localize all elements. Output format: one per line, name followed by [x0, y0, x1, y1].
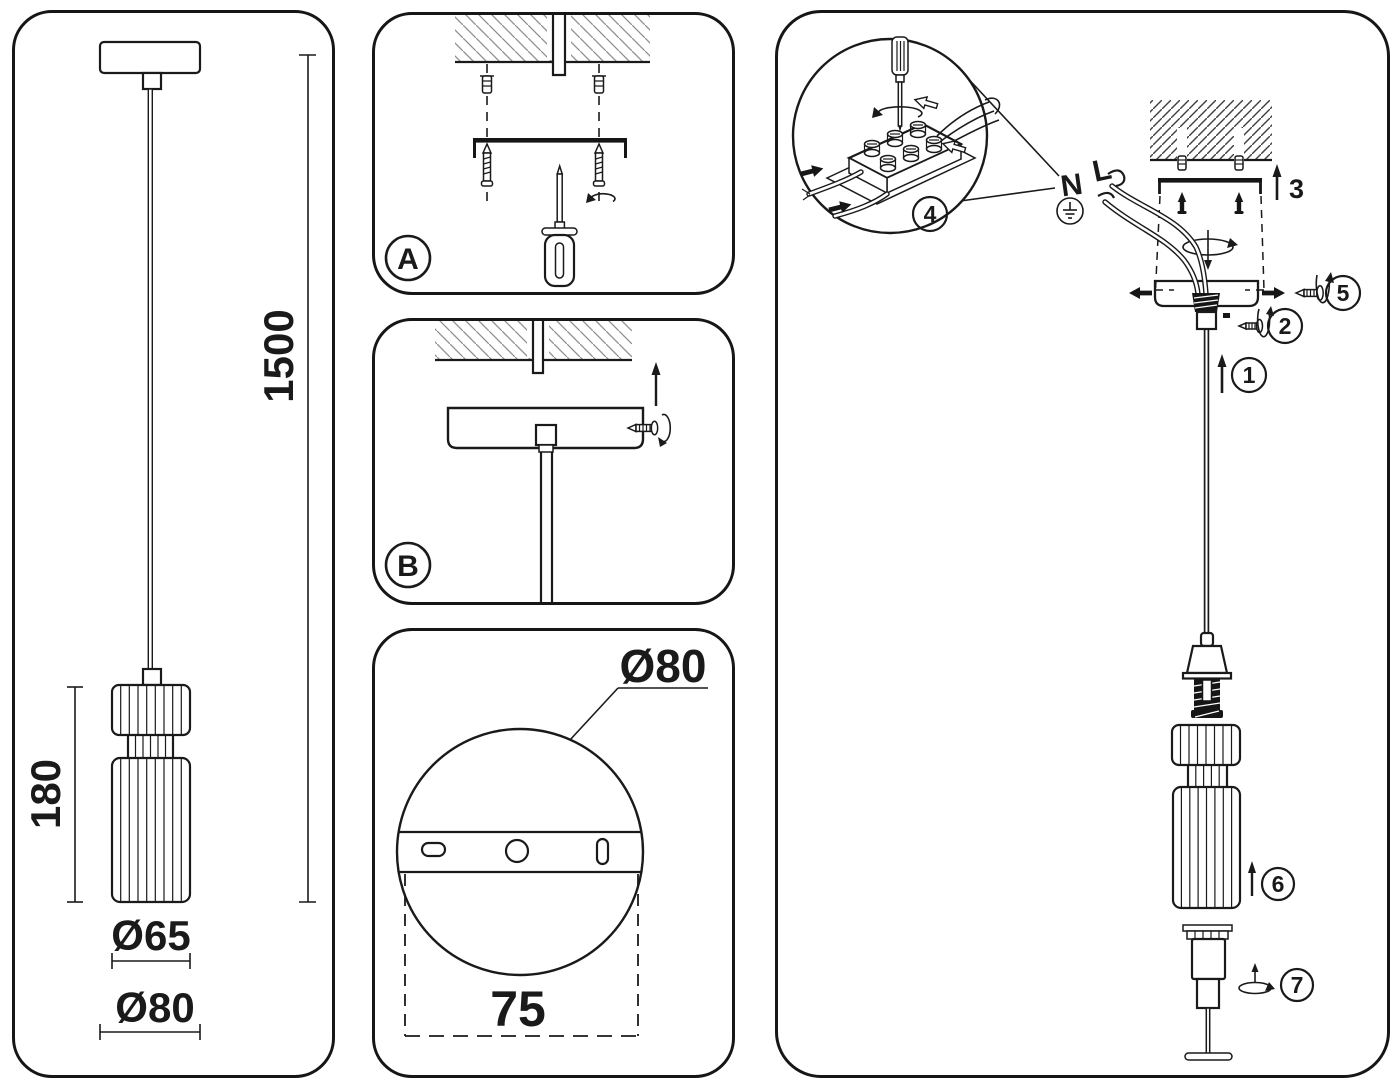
side-arrow-icon — [1129, 287, 1152, 299]
screw-icon — [1177, 192, 1187, 214]
canopy-diameter-callout: Ø80 — [620, 640, 707, 692]
step-2-number: 2 — [1279, 313, 1292, 339]
step-7-number: 7 — [1291, 972, 1304, 998]
step-1-badge: 1 — [1230, 356, 1268, 394]
dimension-d65 — [111, 953, 191, 969]
step-4-badge: 4 — [911, 195, 949, 233]
step-2-badge: 2 — [1266, 307, 1304, 345]
step-6-arrow — [1248, 861, 1256, 896]
shade-lower-cylinder — [110, 756, 192, 904]
step-6-number: 6 — [1272, 871, 1285, 897]
cable-gland — [534, 423, 558, 453]
step-5-badge: 5 — [1324, 274, 1362, 312]
dimension-drawing: 1500 180 Ø65 Ø80 — [22, 40, 316, 1040]
hole-spacing-label: 75 — [490, 981, 546, 1037]
detail-b-letter: B — [397, 550, 419, 583]
ceiling-hatch — [435, 321, 632, 375]
step-6-badge: 6 — [1260, 866, 1296, 902]
ground-symbol-icon — [1056, 197, 1084, 225]
terminal-block-detail: 4 — [799, 36, 1001, 233]
up-arrow-icon — [651, 362, 661, 406]
screwdriver-icon — [541, 163, 578, 288]
wires-into-block — [801, 169, 890, 219]
shade-diameter-label: Ø65 — [111, 912, 190, 959]
shade-height-label: 180 — [22, 759, 69, 829]
step-5-number: 5 — [1337, 280, 1350, 306]
live-wire-label: L — [1090, 153, 1115, 189]
detail-a-letter: A — [397, 243, 419, 276]
rotation-arrow-icon — [1238, 963, 1275, 995]
ceiling-hatch — [1150, 100, 1272, 162]
step-3-arrow — [1272, 164, 1282, 200]
detail-a-panel: A — [372, 12, 735, 295]
lamp-shade — [1170, 723, 1242, 910]
dimension-180 — [67, 686, 83, 903]
wall-anchor-icon — [592, 75, 606, 94]
lamp-socket — [1181, 631, 1233, 718]
detail-a-drawing: A — [384, 15, 650, 288]
side-screw-icon — [1294, 272, 1334, 304]
rotation-arrow-icon — [658, 413, 672, 447]
dimension-d80 — [99, 1024, 201, 1040]
canopy-bottom-view-drawing: Ø80 75 — [395, 640, 708, 1037]
dimension-1500 — [299, 54, 316, 903]
mounting-slot-left — [420, 841, 447, 858]
shade-waist — [126, 735, 175, 758]
dimension-panel: 1500 180 Ø65 Ø80 — [12, 10, 335, 1078]
rotation-arrow-icon — [586, 192, 616, 203]
canopy-diameter-label: Ø80 — [115, 984, 194, 1031]
shade-top-section — [110, 683, 192, 737]
wall-anchor-icon — [1234, 155, 1244, 171]
canopy-bottom-view-panel: Ø80 75 — [372, 628, 735, 1078]
suspension-cable — [539, 452, 554, 602]
dimension-75 — [404, 874, 639, 1037]
mains-wires — [1097, 169, 1209, 297]
suspension-length-label: 1500 — [255, 309, 302, 402]
wall-anchor-icon — [480, 75, 494, 94]
cable-gland — [1192, 293, 1230, 331]
side-screw-icon — [626, 420, 659, 436]
light-bulb — [1182, 924, 1233, 1061]
step-4-number: 4 — [924, 201, 937, 227]
assembly-drawing: 4 N L — [791, 36, 1362, 1061]
detail-b-badge: B — [384, 541, 432, 589]
assembly-panel: 4 N L — [775, 10, 1390, 1078]
detail-b-drawing: B — [384, 321, 672, 602]
screw-icon — [1234, 192, 1244, 214]
suspension-cable — [1203, 329, 1210, 633]
detail-b-panel: B — [372, 318, 735, 605]
mounting-bar — [399, 830, 641, 874]
wall-anchor-icon — [1177, 155, 1187, 171]
screw-icon — [592, 142, 606, 187]
center-hole — [504, 838, 530, 864]
callout-leader — [568, 687, 619, 742]
side-arrow-icon — [1262, 287, 1285, 299]
step-1-number: 1 — [1243, 362, 1256, 388]
step-7-badge: 7 — [1279, 967, 1315, 1003]
terminal-screws — [863, 120, 943, 173]
step-1-arrow — [1217, 354, 1227, 393]
screwdriver-icon — [891, 36, 909, 132]
ceiling-hatch — [455, 15, 650, 77]
screw-icon — [480, 142, 494, 187]
pendant-front-view — [98, 40, 202, 904]
rotation-arrow-icon — [1182, 230, 1238, 270]
mounting-bracket — [1158, 178, 1262, 194]
detail-a-badge: A — [384, 234, 432, 282]
mounting-bracket — [473, 138, 627, 158]
mounting-slot-right — [595, 837, 610, 866]
alignment-dashes — [1154, 195, 1265, 291]
rotation-arrow-icon — [872, 106, 923, 118]
step-3-number: 3 — [1289, 174, 1304, 204]
